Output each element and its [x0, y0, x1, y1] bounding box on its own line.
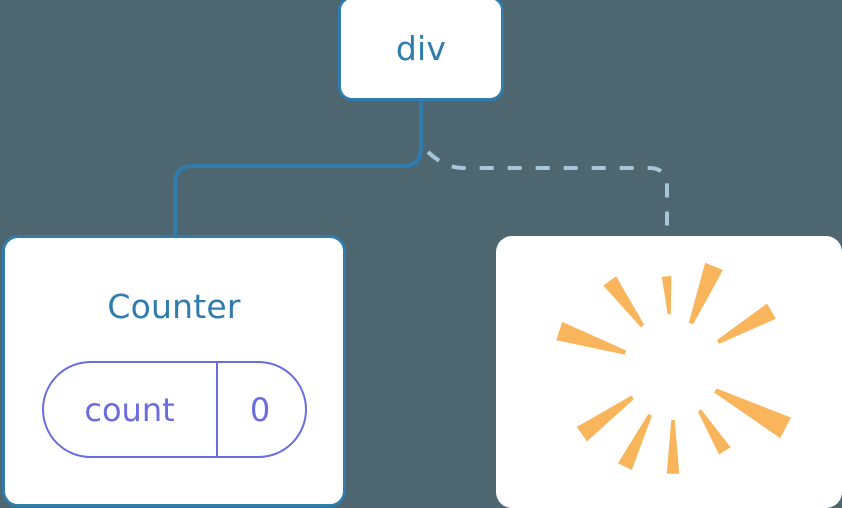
tree-node-sparkle[interactable]: [496, 236, 842, 508]
sparkle-ray: [576, 395, 634, 442]
sparkle-ray: [688, 262, 723, 325]
sparkle-burst-icon: [556, 262, 791, 474]
state-pill-value: 0: [249, 390, 271, 429]
node-label-counter: Counter: [107, 287, 241, 326]
tree-node-counter[interactable]: Counter count 0: [2, 235, 346, 507]
sparkle-ray: [618, 413, 653, 470]
sparkle-ray: [714, 388, 791, 439]
connector-div-to-counter: [173, 101, 423, 237]
connector-div-to-sparkle: [426, 150, 669, 237]
sparkle-ray: [666, 419, 680, 474]
sparkle-ray: [697, 409, 731, 455]
state-pill-count[interactable]: count 0: [41, 361, 307, 458]
sparkle-ray: [603, 276, 645, 328]
node-label-div: div: [395, 29, 447, 68]
tree-node-div[interactable]: div: [338, 0, 504, 101]
sparkle-ray: [556, 321, 627, 355]
sparkle-ray: [716, 303, 776, 344]
state-pill-key: count: [84, 390, 175, 429]
sparkle-ray: [661, 276, 672, 315]
state-pill-divider: [215, 362, 218, 457]
